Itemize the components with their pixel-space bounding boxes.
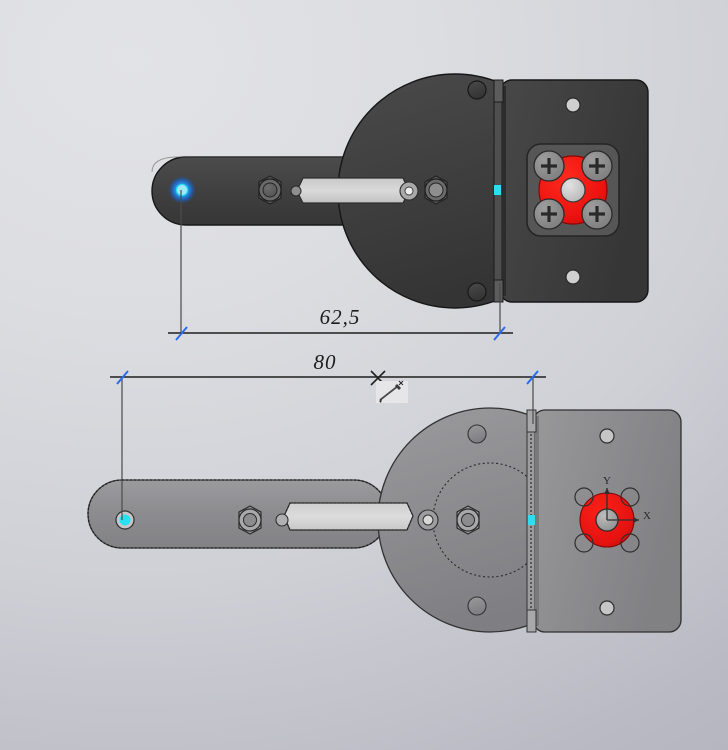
axis-x-label: X — [643, 510, 651, 522]
lower-plate-tab-top — [526, 409, 537, 433]
lower-slot-window[interactable] — [283, 502, 414, 531]
lower-bolt-hole — [620, 533, 640, 553]
dimension-tick-left-80 — [116, 370, 129, 385]
dimension-62-5[interactable]: 62,5 — [168, 190, 513, 341]
bracket-assembly-lower[interactable]: X Y — [87, 407, 682, 633]
phillips-screw-icon[interactable] — [581, 150, 613, 182]
lower-selection-vertex[interactable] — [115, 510, 135, 530]
upper-disc-notch-top — [467, 80, 487, 100]
dimension-tick-right-62-5 — [493, 326, 506, 341]
upper-flange-assembly[interactable] — [526, 143, 620, 237]
lower-arm-slot[interactable] — [275, 502, 439, 531]
lower-slot-pin-right — [422, 514, 434, 526]
upper-hex-bolt[interactable] — [424, 175, 448, 205]
coordinate-axes-triad[interactable]: X Y — [603, 475, 651, 523]
lower-hex-bolt[interactable] — [456, 505, 480, 535]
lower-edge-selection-marker[interactable] — [528, 515, 535, 525]
lower-slot-hidden-outline — [283, 502, 414, 531]
lower-bolt-hole — [574, 487, 594, 507]
pencil-sparkle-icon — [379, 380, 404, 403]
dimension-tick-left-62-5 — [175, 326, 188, 341]
dimension-edit-cursor — [376, 380, 408, 403]
dimension-80[interactable]: 80 — [110, 350, 546, 520]
lower-bolt-hole — [574, 533, 594, 553]
axis-y-arrow — [604, 488, 610, 494]
upper-arm-highlight — [151, 156, 452, 173]
upper-plate-tab-bottom — [493, 279, 504, 303]
bracket-assembly-upper[interactable] — [151, 70, 665, 315]
upper-hex-bolt[interactable] — [258, 175, 282, 205]
dimension-label-62-5[interactable]: 62,5 — [320, 305, 361, 329]
upper-arm-slot[interactable] — [290, 177, 419, 204]
upper-plate-tab-top — [493, 79, 504, 103]
axis-y-label: Y — [603, 475, 611, 487]
upper-slot-pin-right — [404, 186, 414, 196]
dimension-label-80[interactable]: 80 — [314, 350, 337, 374]
phillips-screw-icon[interactable] — [581, 198, 613, 230]
phillips-screw-icon[interactable] — [533, 150, 565, 182]
upper-plate-hole-bottom — [565, 269, 581, 285]
lower-hex-bolt[interactable] — [238, 505, 262, 535]
axis-x-arrow — [633, 517, 639, 523]
lower-plate-hole-top — [599, 428, 615, 444]
dimension-tick-right-80 — [526, 370, 539, 385]
upper-selection-vertex[interactable] — [168, 176, 196, 204]
lower-slot-pin-left — [275, 513, 289, 527]
lower-plate-rail-groove — [535, 416, 539, 626]
lower-plate-tab-bottom — [526, 609, 537, 633]
upper-disc-notch-bottom — [467, 282, 487, 302]
lower-plate-hole-bottom — [599, 600, 615, 616]
lower-disc-notch-top — [467, 424, 487, 444]
upper-slot-window[interactable] — [296, 177, 410, 204]
lower-bolt-hole — [620, 487, 640, 507]
lower-disc-notch-bottom — [467, 596, 487, 616]
upper-plate-hole-top — [565, 97, 581, 113]
upper-flange-bore — [560, 177, 586, 203]
phillips-screw-icon[interactable] — [533, 198, 565, 230]
upper-edge-selection-marker[interactable] — [494, 185, 501, 195]
upper-slot-pin-left — [290, 185, 302, 197]
upper-plate-rail-groove — [502, 86, 506, 296]
